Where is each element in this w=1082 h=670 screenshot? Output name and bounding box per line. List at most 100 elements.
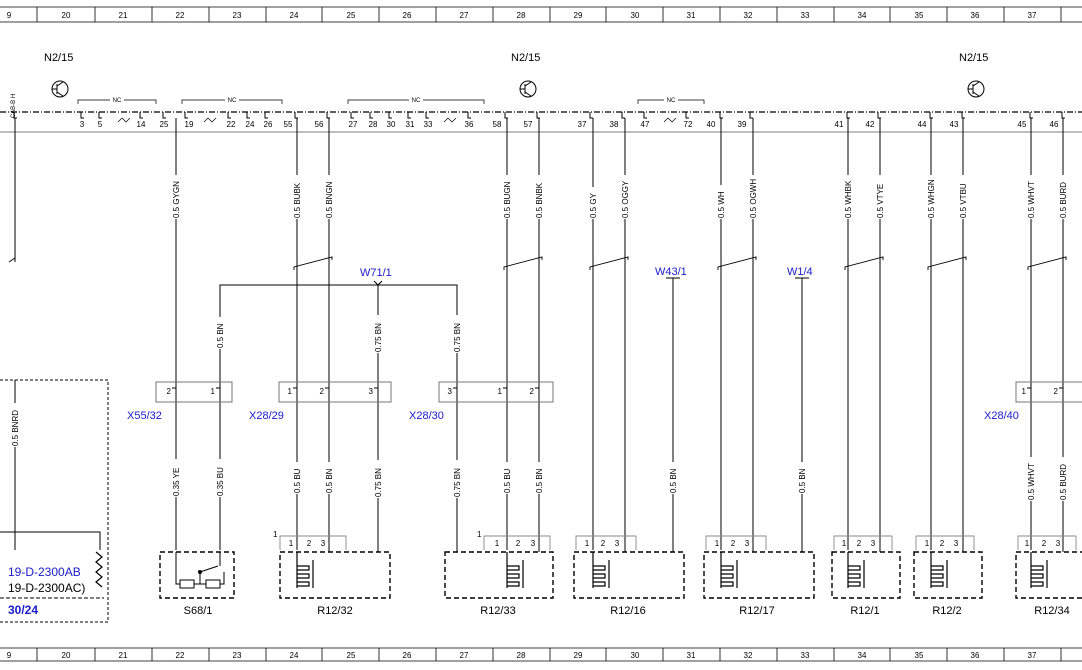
wire-label: 0.75 BN bbox=[453, 323, 462, 352]
wire-label: 0.5 BNGN bbox=[325, 181, 334, 218]
connector-blocks bbox=[155, 381, 1082, 403]
component-pin: 1 bbox=[925, 539, 930, 548]
transistor-icon bbox=[967, 80, 985, 98]
component-pin: 1 bbox=[842, 539, 847, 548]
column-number: 26 bbox=[403, 11, 412, 20]
pin-label-cab: CAB-B H bbox=[11, 94, 17, 118]
column-number: 23 bbox=[233, 651, 242, 660]
component-pin: 3 bbox=[871, 539, 876, 548]
twisted-pair-marks bbox=[8, 256, 1067, 270]
wire-label: 0.75 BN bbox=[374, 468, 383, 497]
wire-label: 0.5 BN bbox=[669, 468, 678, 493]
component-label-r12-34: R12/34 bbox=[1034, 605, 1069, 617]
pin-number: 42 bbox=[866, 120, 875, 129]
left-reference-box bbox=[0, 379, 109, 623]
pin-tick-marks bbox=[328, 548, 1064, 552]
column-number: 27 bbox=[460, 11, 469, 20]
pin-number: 72 bbox=[684, 120, 693, 129]
column-number: 33 bbox=[801, 651, 810, 660]
bracket-index: 1 bbox=[273, 530, 278, 539]
component-pin: 2 bbox=[601, 539, 606, 548]
bracket-index: 1 bbox=[477, 530, 482, 539]
column-number: 21 bbox=[119, 651, 128, 660]
pin-number: 25 bbox=[160, 120, 169, 129]
transistor-icon bbox=[519, 80, 537, 98]
wire-label: 0.5 BU bbox=[503, 468, 512, 493]
bottom-column-ruler bbox=[0, 647, 1082, 662]
connector-label-x55-32: X55/32 bbox=[127, 410, 162, 422]
column-number: 9 bbox=[7, 651, 12, 660]
nc-label: NC bbox=[228, 98, 237, 104]
column-number: 25 bbox=[347, 651, 356, 660]
component-pin: 2 bbox=[1042, 539, 1047, 548]
column-number: 32 bbox=[744, 11, 753, 20]
pin-number: 24 bbox=[246, 120, 255, 129]
wire-label: 0.5 BN bbox=[798, 468, 807, 493]
connector-label-x28-29: X28/29 bbox=[249, 410, 284, 422]
column-number: 28 bbox=[517, 11, 526, 20]
component-label-s68-1: S68/1 bbox=[184, 605, 213, 617]
component-label-r12-33: R12/33 bbox=[480, 605, 515, 617]
pin-number: 19 bbox=[185, 120, 194, 129]
wire-label: 0.5 WH bbox=[717, 191, 726, 218]
wire-label: 0.5 BN bbox=[216, 323, 225, 348]
pin-number: 47 bbox=[641, 120, 650, 129]
component-pin: 1 bbox=[289, 539, 294, 548]
wire-label: 0.5 OGWH bbox=[749, 179, 758, 218]
column-number: 26 bbox=[403, 651, 412, 660]
column-number: 24 bbox=[290, 651, 299, 660]
component-pin: 2 bbox=[307, 539, 312, 548]
pin-number: 31 bbox=[406, 120, 415, 129]
wire-label: 0.5 BUGN bbox=[503, 181, 512, 218]
pin-number: 5 bbox=[98, 120, 103, 129]
splice-label-w71-1: W71/1 bbox=[360, 267, 392, 279]
column-number: 32 bbox=[744, 651, 753, 660]
pin-number: 45 bbox=[1018, 120, 1027, 129]
unit-label-n2-15: N2/15 bbox=[959, 52, 988, 64]
connector-pin: 1 bbox=[211, 387, 216, 396]
control-unit-n2-15: N2/15 N2/15 N2/15 bbox=[0, 52, 1082, 133]
column-number: 28 bbox=[517, 651, 526, 660]
unit-label-n2-15: N2/15 bbox=[44, 52, 73, 64]
unit-label-n2-15: N2/15 bbox=[511, 52, 540, 64]
pin-number: 22 bbox=[227, 120, 236, 129]
component-boxes bbox=[159, 551, 1082, 599]
header-pin-marks bbox=[13, 112, 1065, 119]
column-number: 29 bbox=[574, 651, 583, 660]
column-number: 35 bbox=[915, 11, 924, 20]
wire-label: 0.5 WHGN bbox=[927, 179, 936, 218]
column-number: 30 bbox=[631, 11, 640, 20]
column-number: 31 bbox=[687, 11, 696, 20]
unit-border bbox=[0, 111, 1082, 133]
column-number: 31 bbox=[687, 651, 696, 660]
wire-label: 0.5 BN bbox=[325, 468, 334, 493]
component-pin: 2 bbox=[731, 539, 736, 548]
pin-number: 26 bbox=[264, 120, 273, 129]
wire-label: 0.5 BU bbox=[293, 468, 302, 493]
component-label-r12-1: R12/1 bbox=[850, 605, 879, 617]
wire-label: 0.35 BU bbox=[216, 467, 225, 496]
connector-pin: 2 bbox=[530, 387, 535, 396]
pin-number: 43 bbox=[950, 120, 959, 129]
splice-label-w43-1: W43/1 bbox=[655, 266, 687, 278]
component-pin: 3 bbox=[1056, 539, 1061, 548]
nc-label: NC bbox=[113, 98, 122, 104]
component-pin: 2 bbox=[516, 539, 521, 548]
component-pin: 1 bbox=[715, 539, 720, 548]
component-pin: 3 bbox=[615, 539, 620, 548]
wire-label: 0.5 BURD bbox=[1059, 182, 1068, 218]
column-number: 30 bbox=[631, 651, 640, 660]
reference-link[interactable]: 19-D-2300AB bbox=[8, 565, 81, 579]
component-connector-brackets bbox=[279, 535, 1077, 550]
wire-label: 0.75 BN bbox=[453, 468, 462, 497]
wire-label: 0.5 VTBU bbox=[959, 183, 968, 218]
reference-link[interactable]: 30/24 bbox=[8, 603, 38, 617]
top-column-ruler bbox=[0, 6, 1082, 23]
column-number: 37 bbox=[1028, 11, 1037, 20]
wire-label: 0.5 BUBK bbox=[293, 182, 302, 218]
splice-w71-1 bbox=[219, 280, 458, 300]
pin-number: 57 bbox=[524, 120, 533, 129]
sensor-coil-icon bbox=[296, 552, 1048, 588]
switch-icon bbox=[175, 552, 225, 589]
nc-label: NC bbox=[412, 98, 421, 104]
